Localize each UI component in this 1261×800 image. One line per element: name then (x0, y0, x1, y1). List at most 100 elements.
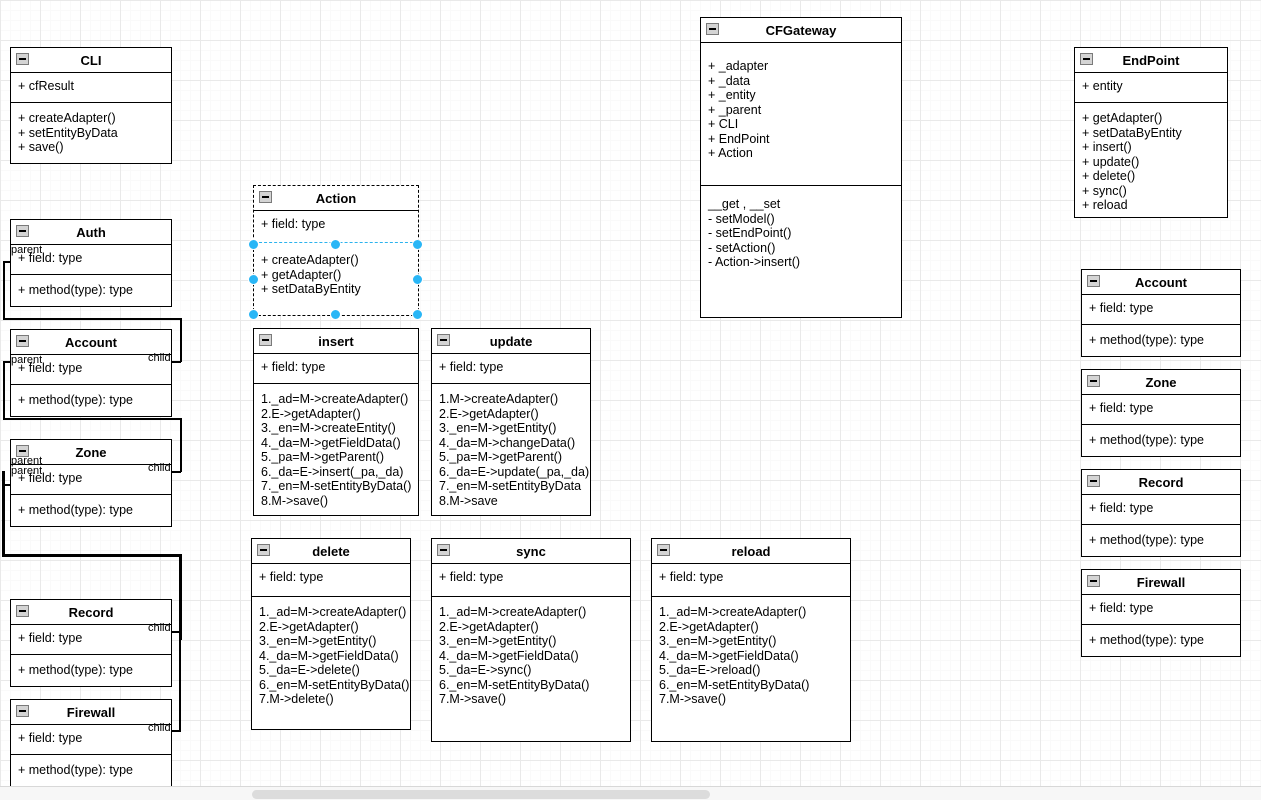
collapse-icon[interactable] (706, 23, 719, 35)
attribute-row: + _entity (708, 88, 756, 102)
class-attributes: + field: type (252, 564, 410, 597)
operation-row: 6._en=M-setEntityByData() (659, 677, 810, 692)
operation-row: 4._da=M->getFieldData() (259, 648, 399, 663)
attribute-row: + _adapter (708, 59, 769, 73)
operation-row: 5._pa=M->getParent() (261, 450, 384, 464)
class-operations: + createAdapter() + getAdapter() + setDa… (254, 243, 418, 303)
attribute-row: + field: type (1089, 301, 1154, 315)
class-box-zone-left[interactable]: Zone + field: type + method(type): type (10, 439, 172, 527)
class-box-endpoint[interactable]: EndPoint + entity + getAdapter() + setDa… (1074, 47, 1228, 218)
collapse-icon[interactable] (16, 605, 29, 617)
class-operations: + getAdapter() + setDataByEntity + inser… (1075, 103, 1227, 219)
class-header-firewall-left: Firewall (11, 700, 171, 725)
attribute-row: + entity (1082, 79, 1123, 93)
attribute-row: + field: type (659, 570, 724, 584)
selection-handle-bottom-left[interactable] (248, 309, 259, 320)
collapse-icon[interactable] (1080, 53, 1093, 65)
class-attributes: + field: type (11, 725, 171, 755)
connector-auth-account-v1 (3, 261, 5, 319)
connector-auth-account-v2 (180, 318, 182, 362)
selection-handle-middle-right[interactable] (412, 274, 423, 285)
edge-label-account-parent: parent (11, 354, 43, 366)
connector-zone-record-h (163, 631, 181, 633)
collapse-icon[interactable] (16, 705, 29, 717)
selection-handle-middle-left[interactable] (248, 274, 259, 285)
selection-handle-bottom-right[interactable] (412, 309, 423, 320)
class-box-record-right[interactable]: Record + field: type + method(type): typ… (1081, 469, 1241, 557)
class-box-update[interactable]: update + field: type 1.M->createAdapter(… (431, 328, 591, 516)
edge-label-zone-parent-a: parent (11, 455, 43, 467)
connector-account-zone-h2 (3, 418, 181, 420)
connector-account-zone-v2 (180, 418, 182, 472)
class-box-record-left[interactable]: Record + field: type + method(type): typ… (10, 599, 172, 687)
connector-auth-account-h1 (3, 261, 16, 263)
class-attributes: + field: type (1082, 395, 1240, 425)
class-box-account-right[interactable]: Account + field: type + method(type): ty… (1081, 269, 1241, 357)
class-header-account-right: Account (1082, 270, 1240, 295)
collapse-icon[interactable] (16, 445, 29, 457)
selection-handle-bottom-center[interactable] (330, 309, 341, 320)
class-box-insert[interactable]: insert + field: type 1._ad=M->createAdap… (253, 328, 419, 516)
selection-handle-top-left[interactable] (248, 239, 259, 250)
class-box-sync[interactable]: sync + field: type 1._ad=M->createAdapte… (431, 538, 631, 742)
operation-row: 5._da=E->delete() (259, 663, 360, 677)
collapse-icon[interactable] (259, 334, 272, 346)
class-box-cli[interactable]: CLI + cfResult + createAdapter() + setEn… (10, 47, 172, 164)
operation-row: + createAdapter() (261, 253, 359, 267)
operation-row: 4._da=M->getFieldData() (439, 648, 579, 663)
operation-row: 7.M->save() (439, 692, 507, 706)
class-box-firewall-right[interactable]: Firewall + field: type + method(type): t… (1081, 569, 1241, 657)
class-operations: 1._ad=M->createAdapter() 2.E->getAdapter… (254, 384, 418, 514)
collapse-icon[interactable] (1087, 575, 1100, 587)
collapse-icon[interactable] (437, 334, 450, 346)
class-header-cli: CLI (11, 48, 171, 73)
operation-row: + method(type): type (1089, 333, 1204, 347)
operation-row: 2.E->getAdapter() (439, 406, 539, 421)
class-box-firewall-left[interactable]: Firewall + field: type + method(type): t… (10, 699, 172, 786)
class-attributes: + field: type (11, 245, 171, 275)
class-box-cfgateway[interactable]: CFGateway + _adapter + _data + _entity +… (700, 17, 902, 318)
class-title: EndPoint (1122, 52, 1180, 68)
class-title: Firewall (1136, 574, 1186, 590)
class-operations: __get , __set - setModel() - setEndPoint… (701, 186, 901, 276)
edge-label-record-child: child (148, 622, 171, 634)
operation-row: 6._en=M-setEntityByData() (259, 677, 410, 692)
class-box-delete[interactable]: delete + field: type 1._ad=M->createAdap… (251, 538, 411, 730)
class-attributes: + cfResult (11, 73, 171, 103)
collapse-icon[interactable] (1087, 475, 1100, 487)
collapse-icon[interactable] (1087, 275, 1100, 287)
selection-handle-top-right[interactable] (412, 239, 423, 250)
class-header-account-left: Account (11, 330, 171, 355)
operation-row: 1._ad=M->createAdapter() (259, 605, 407, 619)
operation-row: + insert() (1082, 140, 1132, 154)
horizontal-scrollbar[interactable] (0, 786, 1261, 800)
collapse-icon[interactable] (16, 335, 29, 347)
class-title: Zone (75, 444, 107, 460)
collapse-icon[interactable] (1087, 375, 1100, 387)
collapse-icon[interactable] (657, 544, 670, 556)
class-box-account-left[interactable]: Account + field: type + method(type): ty… (10, 329, 172, 417)
operation-row: 3._en=M->getEntity() (439, 634, 557, 648)
class-title: sync (516, 543, 546, 559)
class-attributes: + field: type (11, 465, 171, 495)
collapse-icon[interactable] (16, 225, 29, 237)
class-title: Firewall (66, 704, 116, 720)
class-attributes: + field: type (1082, 295, 1240, 325)
collapse-icon[interactable] (259, 191, 272, 203)
class-attributes: + field: type (11, 355, 171, 385)
class-box-reload[interactable]: reload + field: type 1._ad=M->createAdap… (651, 538, 851, 742)
operation-row: 3._en=M->getEntity() (659, 634, 777, 648)
attribute-row: + field: type (18, 631, 83, 645)
operation-row: 7._en=M-setEntityByData() (261, 479, 412, 493)
collapse-icon[interactable] (257, 544, 270, 556)
operation-row: + update() (1082, 154, 1140, 169)
horizontal-scrollbar-thumb[interactable] (252, 790, 710, 799)
selection-handle-top-center[interactable] (330, 239, 341, 250)
class-box-zone-right[interactable]: Zone + field: type + method(type): type (1081, 369, 1241, 457)
collapse-icon[interactable] (437, 544, 450, 556)
class-box-action[interactable]: Action + field: type + createAdapter() +… (253, 185, 419, 316)
class-box-auth[interactable]: Auth + field: type + method(type): type (10, 219, 172, 307)
collapse-icon[interactable] (16, 53, 29, 65)
attribute-row: + field: type (261, 217, 326, 231)
